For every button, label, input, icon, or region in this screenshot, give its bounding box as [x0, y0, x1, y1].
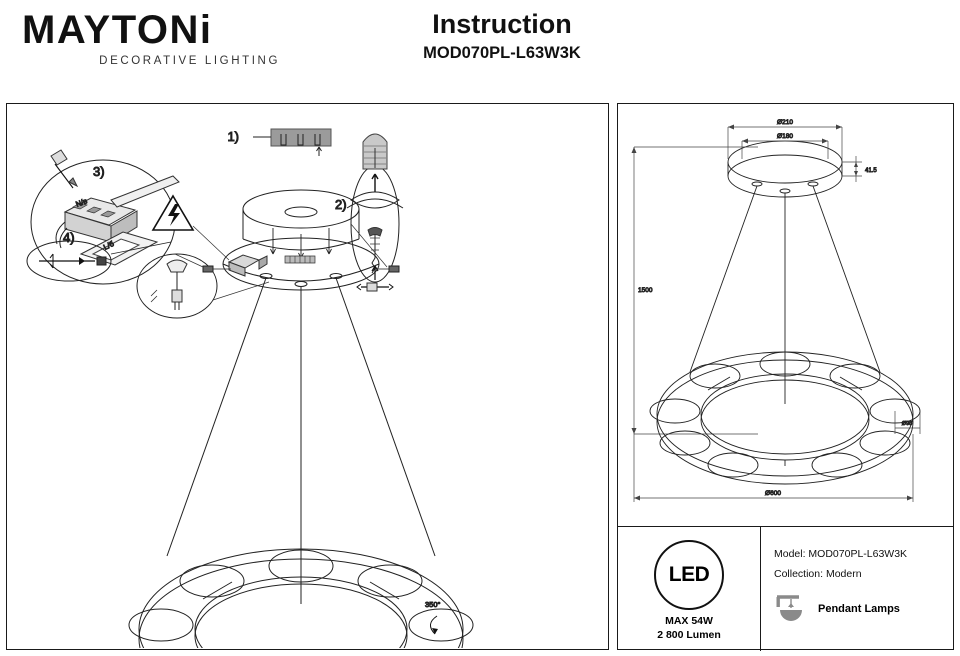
assembly-drawing: 1) [26, 128, 474, 648]
suspension-cables [166, 273, 436, 604]
dimension-drawing: Ø210 Ø180 41.5 [631, 119, 921, 502]
canopy-outer-label: Ø210 [777, 119, 793, 126]
lamp-type-row: Pendant Lamps [774, 594, 955, 624]
header: MAYTONi DECORATIVE LIGHTING Instruction … [0, 0, 960, 96]
step3-label: 3) [93, 164, 105, 179]
step2-label: 2) [335, 197, 347, 212]
terminal-connector [63, 197, 138, 244]
dim-ring-diameter [633, 434, 914, 502]
dim-spot-diameter [894, 411, 921, 434]
screwdriver-glyph [356, 282, 394, 292]
model-line: Model: MOD070PL-L63W3K [774, 548, 908, 560]
led-ring-main [128, 548, 474, 648]
lumen-label: 2 800 Lumen [657, 629, 721, 641]
document-model-number: MOD070PL-L63W3K [423, 44, 581, 62]
led-badge-label: LED [668, 563, 710, 586]
led-badge-icon: LED [654, 540, 724, 610]
screwdriver-icon [50, 149, 79, 189]
max-power-label: MAX 54W [665, 615, 713, 627]
step2-anchor-screw [346, 133, 404, 292]
screw-glyph [367, 227, 383, 274]
led-ring-technical [649, 351, 921, 485]
led-spot-group-technical [649, 351, 921, 478]
spot-diameter-label: Ø98 [902, 421, 912, 427]
assembly-diagram-panel: 1) [6, 103, 609, 650]
step1-label: 1) [227, 129, 239, 144]
dim-canopy-outer [727, 124, 843, 174]
ring-diameter-label: Ø600 [765, 490, 781, 497]
step1-ceiling-bracket [253, 128, 332, 156]
canopy-height-label: 41.5 [865, 168, 877, 174]
collection-line: Collection: Modern [774, 568, 862, 580]
spec-divider-vertical [760, 526, 761, 651]
dim-drop-length [631, 146, 758, 435]
dim-canopy-inner [741, 138, 829, 159]
brand-logo: MAYTONi DECORATIVE LIGHTING [22, 8, 312, 67]
dim-canopy-height [842, 156, 862, 182]
led-spot-group [128, 549, 474, 642]
cable-lock-detail [136, 253, 218, 319]
pendant-lamp-icon [776, 595, 802, 621]
suspension-cables-technical [689, 181, 881, 404]
product-info-cell: Model: MOD070PL-L63W3K Collection: Moder… [760, 526, 955, 651]
document-title: Instruction [432, 9, 572, 39]
terminal-n-label: N/в [74, 196, 88, 209]
technical-drawing-panel: Ø210 Ø180 41.5 [617, 103, 955, 651]
step4-cable-adjust [26, 240, 172, 282]
electrical-hazard-icon [151, 194, 195, 231]
document-heading: Instruction MOD070PL-L63W3K [352, 8, 652, 64]
brand-tagline: DECORATIVE LIGHTING [99, 55, 280, 67]
step4-label: 4) [63, 230, 75, 245]
drop-length-label: 1500 [638, 287, 653, 294]
rotation-angle-label: 350° [425, 600, 441, 609]
brand-name: MAYTONi [22, 8, 213, 52]
spec-divider-horizontal [618, 526, 953, 527]
led-spec-cell: LED MAX 54W 2 800 Lumen [618, 526, 760, 651]
step3-terminal-block [30, 149, 195, 285]
canopy-inner-label: Ø180 [777, 133, 793, 140]
canopy-assembly [174, 189, 400, 301]
lamp-type-label: Pendant Lamps [818, 603, 900, 615]
